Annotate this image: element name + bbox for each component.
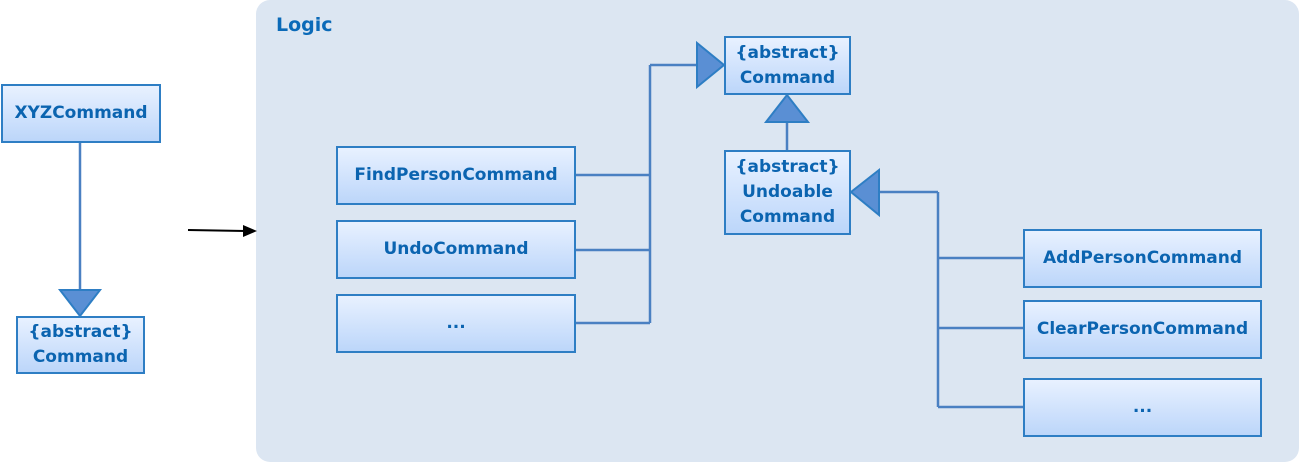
logic-title: Logic bbox=[276, 14, 333, 36]
legend-abstract-command-box: {abstract} Command bbox=[16, 316, 145, 374]
legend-abstract-label: {abstract} bbox=[28, 322, 133, 342]
legend-command-label: Command bbox=[32, 347, 129, 367]
legend-inheritance-arrow bbox=[57, 289, 103, 318]
left-ellipsis-command-box: ... bbox=[336, 294, 576, 353]
find-person-command-label: FindPersonCommand bbox=[354, 165, 558, 185]
add-person-command-label: AddPersonCommand bbox=[1042, 248, 1243, 268]
undoable-command-box: {abstract} Undoable Command bbox=[724, 150, 851, 235]
legend-pointer-line bbox=[187, 229, 246, 232]
undoable-inheritance-arrow bbox=[849, 167, 880, 218]
left-ellipsis-label: ... bbox=[446, 313, 466, 333]
undoable-command-name-1: Undoable bbox=[742, 182, 833, 202]
command-inheritance-arrow-left bbox=[696, 40, 726, 90]
undo-command-label: UndoCommand bbox=[383, 239, 529, 259]
command-inheritance-arrow-bottom bbox=[763, 93, 811, 123]
find-person-command-box: FindPersonCommand bbox=[336, 146, 576, 205]
legend-pointer-head bbox=[243, 225, 257, 237]
undoable-command-name-2: Command bbox=[739, 207, 836, 227]
right-ellipsis-command-box: ... bbox=[1023, 378, 1262, 437]
abstract-command-box: {abstract} Command bbox=[724, 36, 851, 95]
clear-person-command-label: ClearPersonCommand bbox=[1036, 319, 1249, 339]
legend-xyz-command-label: XYZCommand bbox=[14, 103, 148, 123]
undoable-command-stereotype: {abstract} bbox=[735, 157, 840, 177]
undo-command-box: UndoCommand bbox=[336, 220, 576, 279]
right-ellipsis-label: ... bbox=[1132, 397, 1153, 417]
clear-person-command-box: ClearPersonCommand bbox=[1023, 300, 1262, 359]
abstract-command-stereotype: {abstract} bbox=[735, 42, 840, 63]
add-person-command-box: AddPersonCommand bbox=[1023, 229, 1262, 288]
legend-xyz-command-box: XYZCommand bbox=[1, 84, 161, 143]
abstract-command-name: Command bbox=[739, 67, 836, 88]
